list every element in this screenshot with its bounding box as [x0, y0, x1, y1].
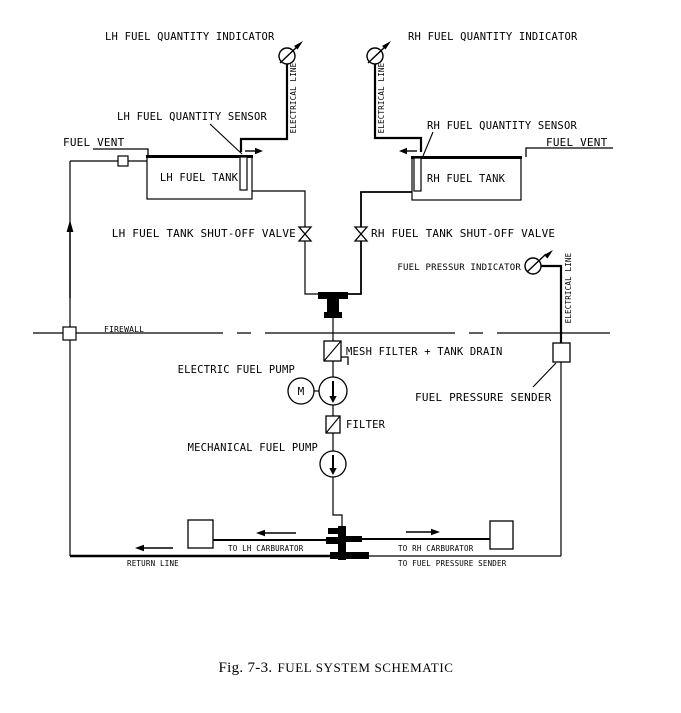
pump-to-manifold-line [332, 477, 343, 527]
rh-feed-line-lower [345, 241, 362, 295]
rh-sensor-leader-line [422, 131, 434, 157]
lh-shutoff-valve-icon [297, 226, 313, 242]
lh-feed-line-upper [252, 190, 306, 227]
tee-top-bar [318, 292, 348, 299]
manifold-base [330, 552, 369, 559]
lh-sensor-leader-line [209, 123, 243, 155]
manifold-top-left-port [328, 528, 338, 534]
lh-sensor-label: LH FUEL QUANTITY SENSOR [117, 111, 267, 123]
rh-carburetor-box [489, 520, 514, 550]
rh-gauge-needle [367, 44, 388, 64]
tee-flange [324, 312, 342, 318]
lh-carb-arrow-icon [256, 529, 265, 537]
filter-diagonal [325, 415, 341, 434]
rh-shutoff-valve-circuit: RH FUEL TANK SHUT-OFF VALVE [345, 191, 555, 295]
return-arrow-icon [135, 544, 144, 552]
pressure-sender-leader-line [532, 362, 557, 388]
rh-sensor-arrow-icon [399, 147, 407, 155]
rh-gauge-needle-arrowhead [382, 41, 391, 50]
tank-drain-stub [341, 356, 349, 365]
rh-feed-line-upper [360, 191, 412, 227]
mesh-filter-tank-drain: MESH FILTER + TANK DRAIN [323, 340, 503, 377]
rh-shutoff-valve-icon [353, 226, 369, 242]
motor-label: M [298, 385, 305, 398]
figure-caption-number: Fig. 7-3. [218, 660, 272, 676]
sender-electrical-line [541, 264, 563, 343]
pressure-indicator-label: FUEL PRESSUR INDICATOR [397, 263, 521, 273]
rh-electrical-line-label: ELECTRICAL LINE [377, 62, 386, 133]
fuel-quantity-sensors: LH FUEL QUANTITY SENSOR RH FUEL QUANTITY… [117, 111, 577, 157]
mechanical-pump-flow-arrow-icon [329, 468, 337, 475]
mechanical-fuel-pump: MECHANICAL FUEL PUMP [188, 442, 347, 527]
rh-carb-arrow-icon [431, 528, 440, 536]
inline-filter: FILTER [325, 415, 386, 451]
rh-sensor-label: RH FUEL QUANTITY SENSOR [427, 120, 577, 132]
rh-fuel-quantity-indicator: RH FUEL QUANTITY INDICATOR ELECTRICAL LI… [366, 31, 578, 155]
rh-tank-label: RH FUEL TANK [427, 173, 506, 185]
mesh-filter-label: MESH FILTER + TANK DRAIN [346, 346, 503, 358]
lh-shutoff-valve-label: LH FUEL TANK SHUT-OFF VALVE [112, 227, 296, 240]
lh-feed-line-lower [304, 241, 321, 295]
firewall-pass-through-fitting [62, 326, 77, 341]
filter-label: FILTER [346, 419, 386, 431]
lh-quantity-sensor-probe [239, 156, 248, 191]
sender-electrical-line-label: ELECTRICAL LINE [564, 252, 573, 323]
return-line-fitting [117, 155, 129, 167]
lh-electrical-line [239, 64, 289, 152]
lh-indicator-label: LH FUEL QUANTITY INDICATOR [105, 31, 275, 43]
lh-fuel-quantity-indicator: LH FUEL QUANTITY INDICATOR ELECTRICAL LI… [105, 31, 303, 155]
mesh-filter-diagonal [323, 340, 342, 362]
fuel-pressure-indicator: FUEL PRESSUR INDICATOR ELECTRICAL LINE [397, 250, 573, 343]
electric-fuel-pump: ELECTRIC FUEL PUMP M [178, 364, 348, 416]
manifold-right-port [346, 536, 362, 542]
mechanical-pump-label: MECHANICAL FUEL PUMP [188, 442, 318, 454]
electric-pump-flow-arrow-icon [329, 396, 337, 403]
lh-gauge-needle [279, 44, 300, 64]
fuel-vent-right-label: FUEL VENT [546, 136, 608, 149]
return-line-label: RETURN LINE [127, 559, 179, 568]
fuel-tee-fitting [318, 292, 348, 341]
return-line-circuit: RETURN LINE [66, 155, 330, 568]
rh-indicator-label: RH FUEL QUANTITY INDICATOR [408, 31, 578, 43]
return-up-arrow-icon [66, 220, 74, 232]
to-lh-carburetor-label: TO LH CARBURATOR [228, 544, 304, 553]
firewall: FIREWALL [33, 325, 610, 341]
fuel-vent-left-label: FUEL VENT [63, 136, 125, 149]
manifold-body [338, 526, 346, 560]
figure-caption: Fig. 7-3. FUEL SYSTEM SCHEMATIC [218, 660, 453, 676]
fuel-pressure-sender-circuit: TO FUEL PRESSURE SENDER FUEL PRESSURE SE… [369, 342, 571, 568]
pressure-sender-icon [552, 342, 571, 363]
pressure-gauge-needle-arrowhead [544, 250, 553, 259]
lh-tank-label: LH FUEL TANK [160, 172, 239, 184]
firewall-label: FIREWALL [104, 325, 144, 334]
lh-shutoff-valve-circuit: LH FUEL TANK SHUT-OFF VALVE [112, 190, 321, 295]
rh-shutoff-valve-label: RH FUEL TANK SHUT-OFF VALVE [371, 227, 555, 240]
tee-stem [327, 299, 339, 313]
to-pressure-sender-label: TO FUEL PRESSURE SENDER [398, 559, 507, 568]
rh-carburetor-branch: TO RH CARBURATOR [362, 520, 514, 553]
fuel-vent-left-line [93, 148, 149, 156]
fuel-vent-right-line [525, 147, 613, 157]
pressure-sender-label: FUEL PRESSURE SENDER [415, 391, 552, 404]
figure-caption-title: FUEL SYSTEM SCHEMATIC [277, 660, 453, 675]
lh-fuel-tank: LH FUEL TANK [146, 155, 253, 200]
lh-sensor-arrow-icon [255, 147, 263, 155]
lh-electrical-line-label: ELECTRICAL LINE [289, 62, 298, 133]
pressure-gauge-needle [526, 253, 547, 273]
lh-carburetor-box [187, 519, 214, 549]
fuel-distribution-manifold [326, 526, 369, 560]
manifold-left-port [326, 537, 338, 544]
rh-quantity-sensor-probe [413, 157, 422, 192]
electric-pump-label: ELECTRIC FUEL PUMP [178, 364, 295, 376]
lh-carburetor-branch: TO LH CARBURATOR [187, 519, 328, 553]
lh-gauge-needle-arrowhead [294, 41, 303, 50]
fuel-vents: FUEL VENT FUEL VENT [63, 136, 613, 157]
to-rh-carburetor-label: TO RH CARBURATOR [398, 544, 474, 553]
rh-fuel-tank: RH FUEL TANK [411, 156, 522, 201]
rh-electrical-line [373, 64, 423, 152]
